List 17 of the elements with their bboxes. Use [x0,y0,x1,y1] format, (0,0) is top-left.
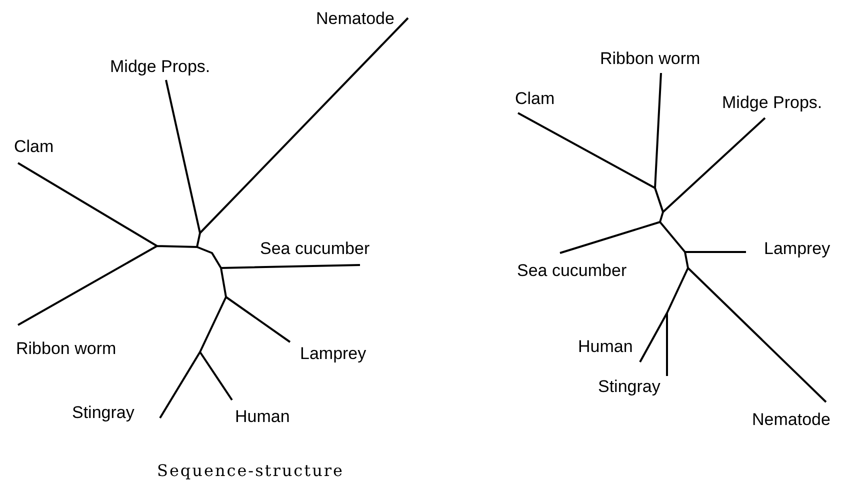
leaf-label: Human [578,338,633,355]
leaf-label: Clam [515,90,555,107]
leaf-label: Nematode [316,10,394,27]
leaf-label: Stingray [72,404,134,421]
leaf-label: Stingray [598,378,660,395]
leaf-label: Nematode [752,411,830,428]
leaf-label: Clam [14,138,54,155]
leaf-label: Lamprey [764,240,830,257]
leaf-label: Sea cucumber [260,240,370,257]
caption: Sequence-structure [157,463,344,479]
leaf-label: Lamprey [300,345,366,362]
leaf-label: Ribbon worm [16,340,116,357]
leaf-label: Sea cucumber [517,262,627,279]
leaf-label: Human [235,408,290,425]
leaf-label: Midge Props. [110,58,210,75]
leaf-label: Midge Props. [722,94,822,111]
leaf-label: Ribbon worm [600,50,700,67]
